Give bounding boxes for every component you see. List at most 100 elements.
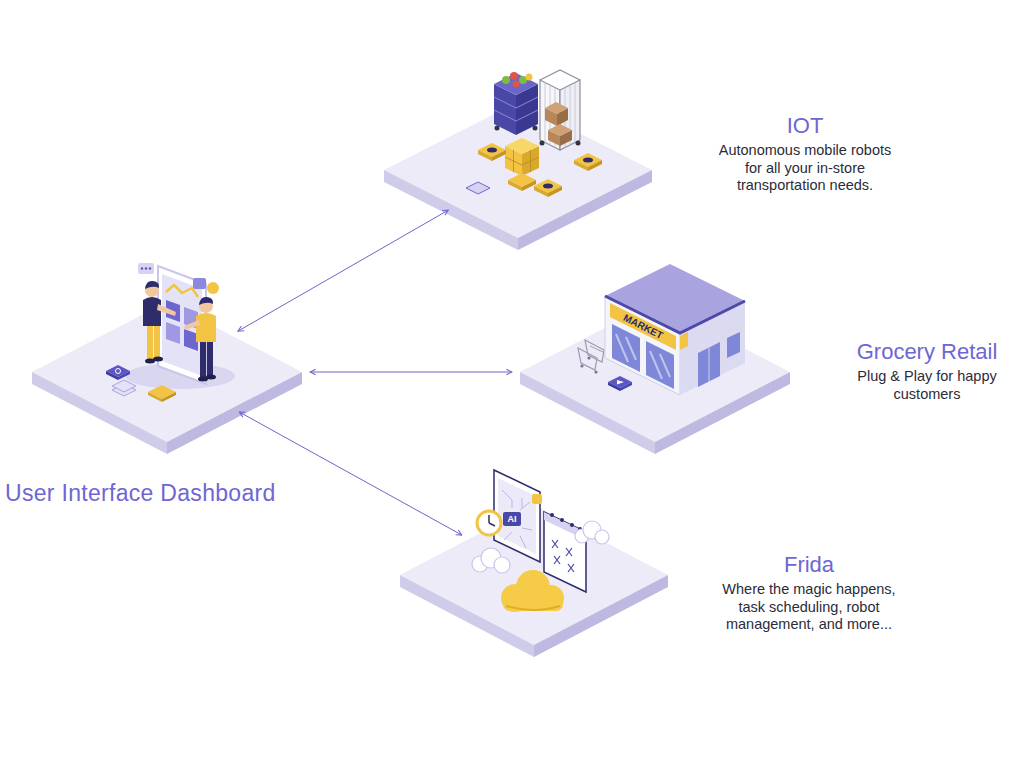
dashboard-figure-part <box>154 324 160 358</box>
robots-figure <box>466 70 602 197</box>
node-caption: IOT Autonomous mobile robots for all your… <box>692 113 918 195</box>
robots-figure-part <box>545 83 575 148</box>
store-figure-part <box>709 348 710 382</box>
node-caption: FridaWhere the magic happens, task sched… <box>698 552 920 634</box>
robots-figure-part <box>502 76 510 84</box>
dashboard-figure <box>106 263 235 402</box>
robots-figure-part <box>513 81 520 88</box>
robots-figure-part <box>543 184 553 189</box>
frida-figure <box>472 470 609 612</box>
frida-figure-part <box>502 490 532 548</box>
store-figure-part <box>587 356 590 359</box>
robots-figure-part <box>526 74 533 81</box>
dashboard-figure-part <box>206 375 216 380</box>
node-heading: Frida <box>698 552 920 578</box>
robots-figure-part <box>545 102 568 114</box>
connector-arrow <box>238 210 448 331</box>
dashboard-figure-part <box>184 320 200 330</box>
store-figure-part <box>590 346 603 352</box>
iot-platform: IOTAutonomous mobile robots for all your… <box>384 102 652 238</box>
dashboard-figure-part <box>145 267 147 269</box>
robots-figure-part <box>494 97 538 121</box>
node-description: Where the magic happens, task scheduling… <box>717 581 902 634</box>
robots-figure-part <box>583 158 593 163</box>
frida-figure-part <box>544 512 586 592</box>
robots-figure-part <box>540 70 580 80</box>
dashboard-figure-part <box>196 313 216 342</box>
robots-figure-part <box>510 72 518 80</box>
retail-platform: Grocery RetailPlug & Play for happy cust… <box>520 302 790 442</box>
platform-part <box>400 575 534 657</box>
robots-figure-part <box>466 182 490 194</box>
connector-arrow <box>310 372 512 373</box>
robots-figure-part <box>495 126 500 131</box>
frida-figure-part <box>595 530 609 544</box>
dashboard-figure-part <box>148 392 162 402</box>
frida-figure-part <box>477 511 501 535</box>
dashboard-figure-part <box>162 274 202 376</box>
frida-figure-part <box>560 518 564 522</box>
store-figure-part <box>578 348 597 370</box>
frida-figure-part <box>550 513 554 517</box>
robots-figure-part <box>505 150 539 172</box>
node-caption: Grocery RetailPlug & Play for happy cust… <box>838 339 1016 403</box>
dashboard-figure-part <box>184 329 198 351</box>
platform <box>32 302 302 454</box>
dashboard-figure-part <box>207 340 213 376</box>
dashboard-figure-part <box>138 263 154 274</box>
node-description: Autonomous mobile robots for all your in… <box>715 142 895 195</box>
platform-part <box>518 170 652 250</box>
node-heading: User Interface Dashboard <box>5 479 345 507</box>
node-description: Plug & Play for happy customers <box>847 368 1007 403</box>
platform-part <box>520 372 655 454</box>
dashboard-figure-part <box>116 369 121 374</box>
dashboard-figure-part <box>141 267 143 269</box>
dashboard-figure-part <box>207 282 219 294</box>
platform-part <box>384 170 518 250</box>
dashboard-figure-part <box>193 278 206 289</box>
dashboard-figure-part <box>112 380 136 392</box>
dashboard-figure-part <box>200 340 206 378</box>
dashboard-figure-part <box>157 304 176 316</box>
robots-figure-part <box>576 141 581 146</box>
frida-figure-part <box>532 494 542 504</box>
frida-figure-part <box>506 606 560 610</box>
store-figure-part <box>646 341 674 389</box>
robots-figure-part <box>522 180 536 191</box>
dashboard-figure-part <box>143 297 161 326</box>
robots-figure-part <box>487 148 497 153</box>
dashboard-figure-part <box>199 297 213 305</box>
store-sign: MARKET <box>622 312 665 340</box>
store-figure-part <box>698 342 720 387</box>
store-figure-part <box>612 324 640 372</box>
store-figure <box>578 264 745 395</box>
store-figure-part <box>680 332 688 350</box>
frida-figure-part <box>503 512 521 526</box>
dashboard-figure-part <box>145 281 159 289</box>
store-figure-part <box>616 334 670 379</box>
dashboard-figure-part <box>158 266 206 384</box>
node-heading: Grocery Retail <box>838 339 1016 365</box>
robots-figure-part <box>533 126 538 131</box>
robots-figure-part <box>540 141 545 146</box>
robots-figure-part <box>508 180 522 191</box>
store-figure-part <box>727 332 740 358</box>
robots-figure-part <box>505 138 539 154</box>
store-figure-part <box>580 364 583 367</box>
frida-figure-part <box>494 557 510 573</box>
frida-figure-part <box>570 523 574 527</box>
frida-figure-part <box>494 470 540 562</box>
frida-figure-part <box>498 478 536 554</box>
frida-figure-part <box>489 515 495 526</box>
frida-figure-part <box>503 596 563 611</box>
store-figure-part <box>585 340 604 362</box>
dashboard-platform: User Interface Dashboard <box>32 302 302 442</box>
robots-figure-part <box>548 124 572 136</box>
node-heading: IOT <box>692 113 918 139</box>
robots-figure-part <box>494 73 538 95</box>
frida-platform: FridaWhere the magic happens, task sched… <box>400 505 668 645</box>
platform-part <box>32 302 302 442</box>
dashboard-figure-part <box>153 357 163 362</box>
store-figure-part <box>594 370 597 373</box>
